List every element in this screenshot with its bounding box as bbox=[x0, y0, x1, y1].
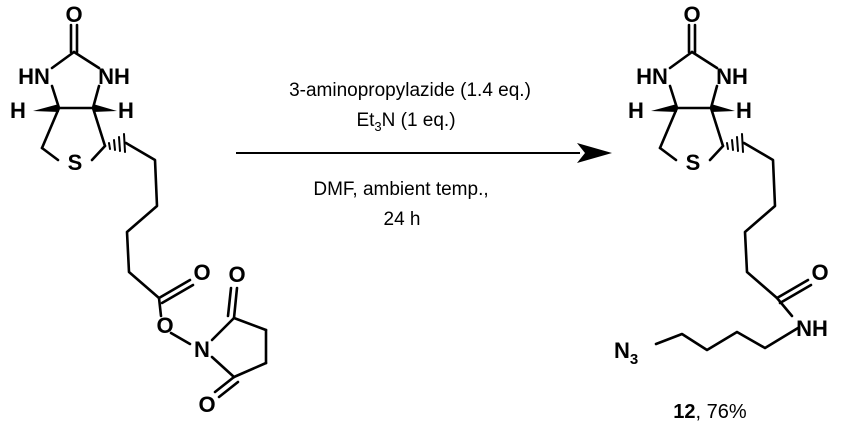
wedge-bond bbox=[33, 104, 59, 112]
wedge-bond bbox=[93, 104, 117, 112]
atom-label: O bbox=[228, 262, 245, 287]
bond bbox=[232, 286, 239, 320]
atom-label: O bbox=[156, 313, 173, 338]
product-structure: O HN NH H H S O NH N3 12, 76% bbox=[614, 2, 829, 423]
condition-reagent-1: 3-aminopropylazide (1.4 eq.) bbox=[289, 80, 531, 101]
atom-label: O bbox=[811, 260, 828, 285]
bond bbox=[40, 146, 60, 162]
bond bbox=[778, 283, 813, 305]
wedge-bond bbox=[651, 104, 677, 112]
compound-label: 12, 76% bbox=[673, 401, 747, 423]
bond bbox=[40, 106, 61, 150]
atom-label: H bbox=[736, 98, 752, 123]
atom-label: NH bbox=[796, 316, 828, 341]
atom-label: H bbox=[10, 98, 26, 123]
bond bbox=[210, 316, 236, 342]
atom-label: H bbox=[628, 98, 644, 123]
atom-label: O bbox=[683, 2, 700, 27]
bond bbox=[709, 106, 725, 148]
bond bbox=[160, 283, 195, 305]
bond bbox=[742, 141, 779, 300]
bond bbox=[169, 331, 192, 346]
atom-label-azide: N3 bbox=[614, 338, 638, 368]
condition-time: 24 h bbox=[384, 209, 421, 230]
hashed-bond bbox=[108, 133, 126, 153]
atom-label: NH bbox=[98, 64, 130, 89]
hashed-bond bbox=[726, 133, 744, 153]
bond bbox=[91, 106, 107, 148]
arrow-head bbox=[577, 143, 612, 163]
atom-label: N bbox=[194, 337, 210, 362]
atom-label: O bbox=[198, 392, 215, 417]
bond bbox=[690, 50, 719, 70]
bond bbox=[157, 278, 192, 300]
bond bbox=[90, 144, 107, 162]
bond bbox=[72, 50, 101, 70]
bond bbox=[232, 316, 268, 332]
atom-label: O bbox=[65, 2, 82, 27]
bond bbox=[775, 296, 794, 318]
bond bbox=[217, 380, 240, 399]
atom-label: HN bbox=[636, 64, 668, 89]
atom-label: HN bbox=[18, 64, 50, 89]
bond bbox=[124, 141, 161, 300]
atom-label: NH bbox=[716, 64, 748, 89]
bond bbox=[232, 361, 268, 379]
atom-label: H bbox=[118, 98, 134, 123]
bond bbox=[654, 326, 800, 352]
atom-label: S bbox=[68, 150, 83, 175]
bond bbox=[658, 146, 678, 162]
bond bbox=[213, 375, 236, 394]
bond bbox=[157, 296, 163, 318]
condition-reagent-2: Et3N (1 eq.) bbox=[356, 110, 455, 134]
wedge-bond bbox=[711, 104, 735, 112]
bond bbox=[708, 144, 725, 162]
bond bbox=[668, 50, 694, 70]
bond bbox=[775, 278, 810, 300]
bond bbox=[658, 106, 679, 150]
condition-solvent: DMF, ambient temp., bbox=[313, 179, 488, 200]
atom-label: S bbox=[686, 150, 701, 175]
bond bbox=[210, 355, 236, 379]
atom-label: O bbox=[193, 260, 210, 285]
reactant-structure: O HN NH H H S O O N O O bbox=[10, 2, 268, 417]
bond bbox=[50, 50, 76, 70]
reaction-arrow-group: 3-aminopropylazide (1.4 eq.) Et3N (1 eq.… bbox=[236, 80, 612, 230]
bond bbox=[226, 286, 233, 318]
